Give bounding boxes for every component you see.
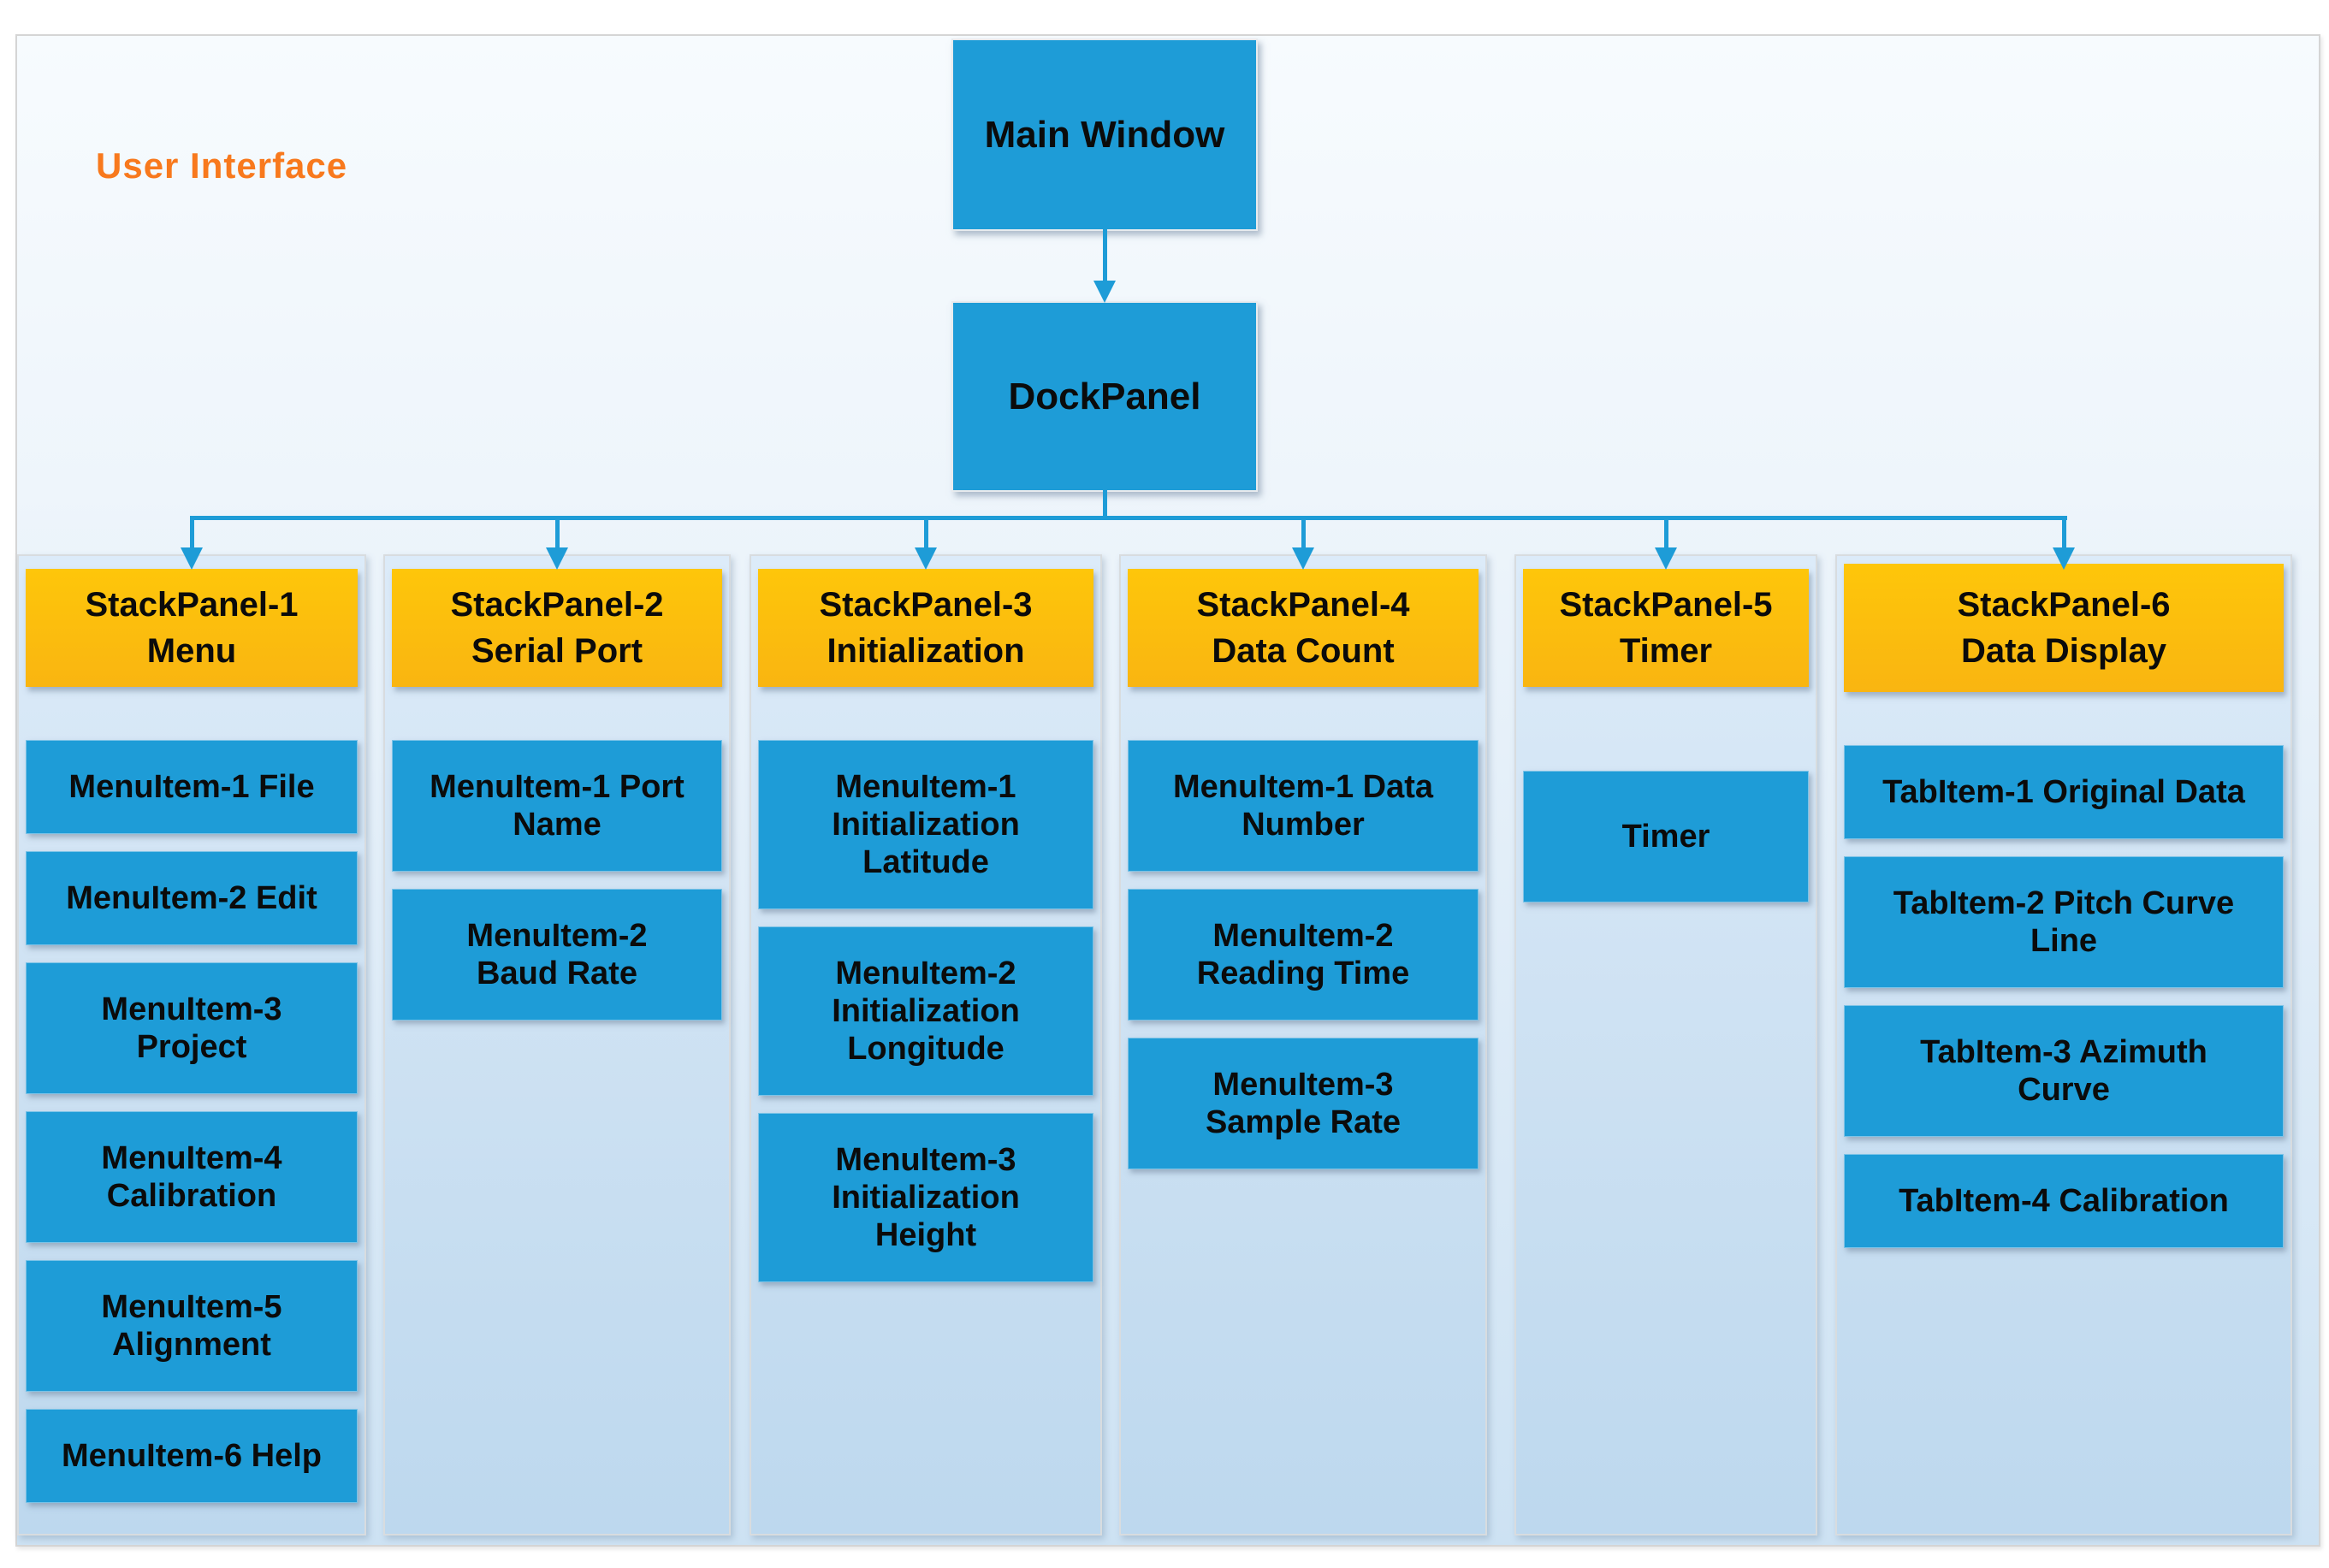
node-tabitem-2-pitch-curve-line: TabItem-2 Pitch Curve Line: [1844, 856, 2284, 988]
node-menuitem-6-help: MenuItem-6 Help: [26, 1409, 358, 1503]
node-menuitem-2-edit: MenuItem-2 Edit: [26, 851, 358, 945]
node-tabitem-3-azimuth-curve: TabItem-3 Azimuth Curve: [1844, 1005, 2284, 1137]
arrowhead-stackpanel-3-icon: [915, 547, 937, 570]
arrowhead-stackpanel-6-icon: [2053, 547, 2075, 570]
connector-dock-trunk: [1103, 490, 1107, 519]
stackpanel-1-items: MenuItem-1 File MenuItem-2 Edit MenuItem…: [26, 740, 358, 1503]
connector-branch-bar: [190, 516, 2067, 520]
node-timer: Timer: [1523, 771, 1809, 902]
stackpanel-3-items: MenuItem-1 Initialization Latitude MenuI…: [758, 740, 1093, 1282]
connector-drop-stackpanel-1: [190, 518, 194, 549]
stackpanel-1-column: StackPanel-1 Menu MenuItem-1 File MenuIt…: [17, 554, 366, 1535]
stackpanel-5-items: Timer: [1523, 740, 1809, 902]
node-menuitem-3-sample-rate: MenuItem-3 Sample Rate: [1128, 1038, 1479, 1169]
node-menuitem-1-port-name: MenuItem-1 Port Name: [392, 740, 722, 872]
stackpanel-6-header: StackPanel-6 Data Display: [1844, 564, 2284, 692]
node-menuitem-4-calibration: MenuItem-4 Calibration: [26, 1111, 358, 1243]
main-window-label: Main Window: [984, 113, 1225, 156]
stackpanel-5-header: StackPanel-5 Timer: [1523, 569, 1809, 687]
node-menuitem-3-project: MenuItem-3 Project: [26, 962, 358, 1094]
stackpanel-4-header: StackPanel-4 Data Count: [1128, 569, 1479, 687]
arrowhead-stackpanel-1-icon: [181, 547, 203, 570]
node-menuitem-3-init-height: MenuItem-3 Initialization Height: [758, 1113, 1093, 1282]
stackpanel-6-items: TabItem-1 Original Data TabItem-2 Pitch …: [1844, 745, 2284, 1248]
node-menuitem-1-init-latitude: MenuItem-1 Initialization Latitude: [758, 740, 1093, 909]
connector-drop-stackpanel-3: [924, 518, 928, 549]
connector-drop-stackpanel-5: [1664, 518, 1668, 549]
stackpanel-4-column: StackPanel-4 Data Count MenuItem-1 Data …: [1119, 554, 1487, 1535]
node-tabitem-1-original-data: TabItem-1 Original Data: [1844, 745, 2284, 839]
connector-drop-stackpanel-4: [1301, 518, 1306, 549]
diagram-title: User Interface: [96, 145, 348, 186]
dockpanel-node: DockPanel: [951, 301, 1258, 492]
stackpanel-4-items: MenuItem-1 Data Number MenuItem-2 Readin…: [1128, 740, 1479, 1169]
node-tabitem-4-calibration: TabItem-4 Calibration: [1844, 1154, 2284, 1248]
arrowhead-main-to-dock-icon: [1093, 281, 1116, 303]
node-menuitem-5-alignment: MenuItem-5 Alignment: [26, 1260, 358, 1392]
connector-drop-stackpanel-6: [2062, 518, 2066, 549]
stackpanel-5-column: StackPanel-5 Timer Timer: [1514, 554, 1817, 1535]
main-window-node: Main Window: [951, 38, 1258, 231]
node-menuitem-1-file: MenuItem-1 File: [26, 740, 358, 834]
dockpanel-label: DockPanel: [1008, 375, 1201, 417]
stackpanel-3-header: StackPanel-3 Initialization: [758, 569, 1093, 687]
stackpanel-1-header: StackPanel-1 Menu: [26, 569, 358, 687]
arrowhead-stackpanel-2-icon: [546, 547, 568, 570]
connector-main-to-dock: [1103, 229, 1107, 282]
node-menuitem-1-data-number: MenuItem-1 Data Number: [1128, 740, 1479, 872]
stackpanel-2-column: StackPanel-2 Serial Port MenuItem-1 Port…: [383, 554, 731, 1535]
stackpanel-2-items: MenuItem-1 Port Name MenuItem-2 Baud Rat…: [392, 740, 722, 1021]
node-menuitem-2-reading-time: MenuItem-2 Reading Time: [1128, 889, 1479, 1021]
node-menuitem-2-baud-rate: MenuItem-2 Baud Rate: [392, 889, 722, 1021]
stackpanel-6-column: StackPanel-6 Data Display TabItem-1 Orig…: [1835, 554, 2292, 1535]
stackpanel-3-column: StackPanel-3 Initialization MenuItem-1 I…: [750, 554, 1102, 1535]
stackpanel-2-header: StackPanel-2 Serial Port: [392, 569, 722, 687]
arrowhead-stackpanel-4-icon: [1292, 547, 1314, 570]
node-menuitem-2-init-longitude: MenuItem-2 Initialization Longitude: [758, 926, 1093, 1096]
arrowhead-stackpanel-5-icon: [1655, 547, 1677, 570]
connector-drop-stackpanel-2: [555, 518, 560, 549]
